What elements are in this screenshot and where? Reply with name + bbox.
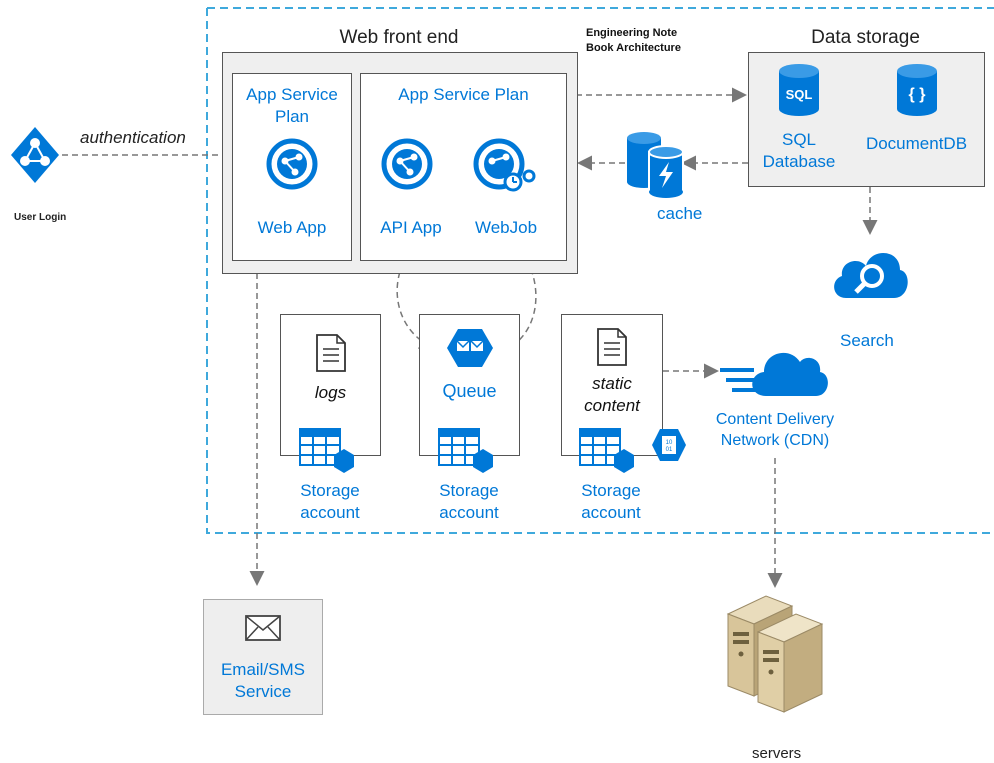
sql-label-line2: Database — [762, 152, 836, 171]
storage-table-icon — [298, 425, 362, 484]
web-app-label: Web App — [257, 218, 327, 237]
document-icon — [315, 333, 347, 378]
azure-boundary — [206, 7, 994, 534]
storage-logs-label2: account — [300, 503, 360, 522]
email-label-line1: Email/SMS — [220, 660, 306, 679]
sql-badge-text: SQL — [786, 87, 813, 102]
storage-queue-box[interactable]: Queue — [419, 314, 520, 456]
cdn-label-line2: Network (CDN) — [720, 432, 830, 449]
plan1-title-line1: App Service — [246, 85, 338, 104]
documentdb-icon: { } — [895, 63, 939, 122]
storage-table-icon — [578, 425, 642, 484]
sql-label-line1: SQL — [781, 130, 817, 149]
servers-icon — [722, 592, 830, 719]
plan1-title-line2: Plan — [274, 107, 310, 126]
authentication-label: authentication — [80, 128, 186, 147]
storage-queue-label: Storage account — [419, 480, 519, 524]
docdb-badge-text: { } — [909, 86, 926, 103]
sql-database-icon: SQL — [777, 63, 821, 122]
note-line-1: Engineering Note — [586, 27, 678, 39]
api-app-label: API App — [380, 218, 442, 237]
search-label: Search — [840, 331, 894, 350]
sql-database-label: SQL Database — [749, 129, 849, 173]
web-front-end-title: Web front end — [339, 27, 459, 48]
document-icon — [596, 327, 628, 372]
app-service-plan-2[interactable]: App Service Plan API App WebJob — [360, 73, 567, 261]
storage-logs-label: Storage account — [280, 480, 380, 524]
servers-label: servers — [752, 745, 802, 762]
webjob-label: WebJob — [474, 218, 538, 237]
static-content-title: static content — [562, 373, 662, 417]
user-login-label: User Login — [14, 212, 67, 223]
storage-static-label2: account — [581, 503, 641, 522]
queue-icon — [446, 327, 494, 374]
data-storage-group: SQL SQL Database { } DocumentDB — [748, 52, 985, 187]
architecture-note: Engineering Note Book Architecture — [586, 26, 681, 56]
search-icon — [828, 240, 910, 307]
storage-queue-label1: Storage — [439, 481, 499, 500]
documentdb-label: DocumentDB — [865, 134, 968, 153]
api-app-icon — [381, 138, 433, 195]
email-sms-service[interactable]: Email/SMS Service — [203, 599, 323, 715]
storage-static-label: Storage account — [561, 480, 661, 524]
svg-text:01: 01 — [666, 447, 673, 453]
svg-text:10: 10 — [666, 440, 673, 446]
queue-title: Queue — [442, 381, 497, 401]
storage-logs-label1: Storage — [300, 481, 360, 500]
cache-icon — [625, 130, 687, 205]
plan2-title: App Service Plan — [398, 85, 529, 104]
static-title-line1: static — [592, 374, 632, 393]
envelope-icon — [244, 614, 282, 647]
email-label-line2: Service — [234, 682, 292, 701]
cache-label: cache — [657, 204, 703, 223]
logs-title: logs — [314, 383, 347, 402]
data-storage-title: Data storage — [811, 27, 920, 48]
cdn-icon — [718, 340, 830, 407]
email-sms-label: Email/SMS Service — [204, 659, 322, 703]
cdn-label: Content Delivery Network (CDN) — [700, 409, 850, 451]
note-line-2: Book Architecture — [586, 42, 681, 54]
storage-static-label1: Storage — [581, 481, 641, 500]
static-title-line2: content — [584, 396, 640, 415]
app-service-plan-1[interactable]: App Service Plan Web App — [232, 73, 352, 261]
webjob-icon — [473, 138, 537, 203]
web-app-icon — [266, 138, 318, 195]
storage-table-icon — [437, 425, 501, 484]
user-login-icon[interactable] — [9, 125, 61, 185]
storage-queue-label2: account — [439, 503, 499, 522]
cdn-label-line1: Content Delivery — [715, 411, 835, 428]
